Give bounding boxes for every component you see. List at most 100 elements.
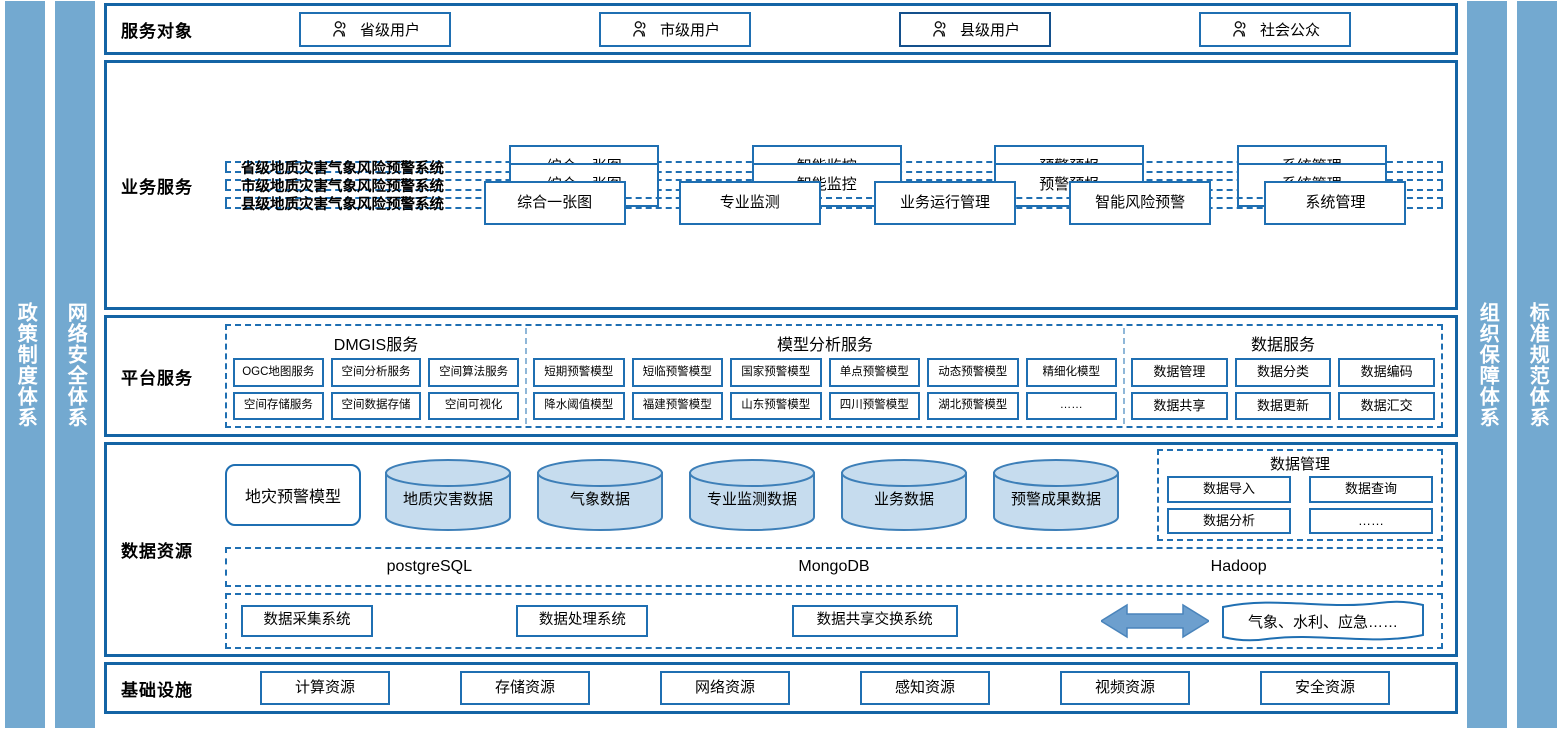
platform-group-model-analysis: 模型分析服务 短期预警模型 短临预警模型 国家预警模型 单点预警模型 动态预警模… <box>525 328 1123 424</box>
database-postgresql[interactable]: postgreSQL <box>386 558 473 575</box>
service-spatial-visualization[interactable]: 空间可视化 <box>428 391 520 420</box>
service-target-label: 社会公众 <box>1259 21 1320 39</box>
service-spatial-storage[interactable]: 空间存储服务 <box>233 391 324 420</box>
cylinder-label: 业务数据 <box>873 491 934 508</box>
disaster-warning-model-box[interactable]: 地灾预警模型 <box>225 464 361 526</box>
service-target-public[interactable]: 社会公众 <box>1199 11 1351 47</box>
service-target-county-user[interactable]: 县级用户 <box>899 11 1051 47</box>
service-spatial-analysis[interactable]: 空间分析服务 <box>330 358 422 387</box>
cylinder-label: 专业监测数据 <box>706 491 797 508</box>
data-collection-system[interactable]: 数据采集系统 <box>241 605 373 637</box>
infra-storage-resource[interactable]: 存储资源 <box>460 671 590 705</box>
service-target-label: 市级用户 <box>659 21 720 39</box>
model-sichuan[interactable]: 四川预警模型 <box>828 391 920 420</box>
layer-label-business-services: 业务服务 <box>121 177 193 197</box>
infrastructure-list: 计算资源 存储资源 网络资源 感知资源 视频资源 安全资源 <box>225 671 1455 705</box>
platform-group-data-services: 数据服务 数据管理 数据分类 数据编码 数据共享 数据更新 数据汇交 <box>1123 328 1441 424</box>
model-rainfall-threshold[interactable]: 降水阈值模型 <box>533 391 625 420</box>
data-management-analysis[interactable]: 数据分析 <box>1167 507 1291 534</box>
database-engines-strip: postgreSQL MongoDB Hadoop <box>225 547 1443 587</box>
module-intelligent-risk-warning[interactable]: 智能风险预警 <box>1069 181 1212 225</box>
model-single-point[interactable]: 单点预警模型 <box>828 358 920 387</box>
layer-label-platform-services: 平台服务 <box>121 368 193 388</box>
side-bar-policy-label: 政策制度体系 <box>14 301 37 428</box>
cylinder-label: 地质灾害数据 <box>402 491 493 508</box>
layer-service-targets: 服务对象 省级用户 <box>104 3 1458 55</box>
side-bar-organization-guarantee-system: 组织保障体系 <box>1467 1 1507 728</box>
service-spatial-data-store[interactable]: 空间数据存储 <box>330 391 422 420</box>
infra-network-resource[interactable]: 网络资源 <box>660 671 790 705</box>
layer-label-infrastructure: 基础设施 <box>121 680 193 700</box>
data-resources-body: 地灾预警模型 地质灾害数据 <box>225 443 1455 656</box>
data-management-query[interactable]: 数据查询 <box>1309 476 1433 503</box>
service-ogc-map[interactable]: OGC地图服务 <box>233 358 324 387</box>
side-bar-organization-label: 组织保障体系 <box>1476 301 1499 428</box>
side-bar-policy-system: 政策制度体系 <box>5 1 45 728</box>
database-hadoop[interactable]: Hadoop <box>1210 558 1267 575</box>
module-professional-monitoring[interactable]: 专业监测 <box>678 181 821 225</box>
cylinder-geological-disaster-data[interactable]: 地质灾害数据 <box>383 459 513 531</box>
user-icon <box>630 19 650 39</box>
external-departments-shape[interactable]: 气象、水利、应急…… <box>1219 599 1427 643</box>
service-target-label: 省级用户 <box>359 21 420 39</box>
data-management-title: 数据管理 <box>1269 456 1330 473</box>
cylinder-label: 气象数据 <box>569 491 630 508</box>
layer-label-data-resources: 数据资源 <box>121 542 193 561</box>
infra-computing-resource[interactable]: 计算资源 <box>260 671 390 705</box>
user-icon <box>930 19 950 39</box>
data-service-sharing[interactable]: 数据共享 <box>1131 391 1228 420</box>
model-hubei[interactable]: 湖北预警模型 <box>927 391 1019 420</box>
cylinder-warning-result-data[interactable]: 预警成果数据 <box>991 459 1121 531</box>
layer-platform-services: 平台服务 DMGIS服务 OGC地图服务 空间分析服务 空间算法服务 空间存 <box>104 315 1458 437</box>
infra-sensing-resource[interactable]: 感知资源 <box>860 671 990 705</box>
data-service-management[interactable]: 数据管理 <box>1131 358 1228 387</box>
side-bar-standard-label: 标准规范体系 <box>1526 301 1549 428</box>
left-side-bars: 政策制度体系 网络安全体系 <box>0 0 100 729</box>
business-system-name: 市级地质灾害气象风险预警系统 <box>241 178 444 195</box>
model-short-term[interactable]: 短期预警模型 <box>533 358 625 387</box>
layer-label-service-targets: 服务对象 <box>121 21 193 41</box>
data-service-classification[interactable]: 数据分类 <box>1234 358 1332 387</box>
cylinder-professional-monitoring-data[interactable]: 专业监测数据 <box>687 459 817 531</box>
model-national[interactable]: 国家预警模型 <box>730 358 822 387</box>
data-service-submission[interactable]: 数据汇交 <box>1338 391 1436 420</box>
right-side-bars: 组织保障体系 标准规范体系 <box>1462 0 1562 729</box>
cylinder-label: 预警成果数据 <box>1010 491 1101 508</box>
model-shandong[interactable]: 山东预警模型 <box>730 391 822 420</box>
module-system-management[interactable]: 系统管理 <box>1264 181 1407 225</box>
service-target-list: 省级用户 市级用户 <box>225 11 1455 47</box>
data-processing-system[interactable]: 数据处理系统 <box>516 605 649 637</box>
data-management-more[interactable]: …… <box>1309 507 1433 534</box>
database-cylinders: 地质灾害数据 气象数据 <box>375 459 1143 531</box>
data-management-import[interactable]: 数据导入 <box>1167 476 1291 503</box>
service-target-municipal-user[interactable]: 市级用户 <box>599 11 751 47</box>
infra-security-resource[interactable]: 安全资源 <box>1260 671 1390 705</box>
service-spatial-algorithm[interactable]: 空间算法服务 <box>428 358 520 387</box>
infra-video-resource[interactable]: 视频资源 <box>1060 671 1190 705</box>
layer-data-resources: 数据资源 地灾预警模型 地质灾害数据 <box>104 442 1458 657</box>
data-stores-row: 地灾预警模型 地质灾害数据 <box>225 449 1443 541</box>
model-nowcast[interactable]: 短临预警模型 <box>631 358 723 387</box>
cylinder-business-data[interactable]: 业务数据 <box>839 459 969 531</box>
service-target-provincial-user[interactable]: 省级用户 <box>299 11 451 47</box>
data-sharing-exchange-system[interactable]: 数据共享交换系统 <box>791 605 958 637</box>
database-mongodb[interactable]: MongoDB <box>798 558 870 575</box>
platform-group-dmgis: DMGIS服务 OGC地图服务 空间分析服务 空间算法服务 空间存储服务 空间数… <box>227 328 525 424</box>
model-dynamic[interactable]: 动态预警模型 <box>927 358 1019 387</box>
double-arrow-icon <box>1100 601 1209 641</box>
model-more[interactable]: …… <box>1025 391 1117 420</box>
business-system-name: 县级地质灾害气象风险预警系统 <box>241 196 444 213</box>
model-refined[interactable]: 精细化模型 <box>1025 358 1117 387</box>
cylinder-meteorological-data[interactable]: 气象数据 <box>535 459 665 531</box>
data-service-encoding[interactable]: 数据编码 <box>1338 358 1436 387</box>
side-bar-network-security-system: 网络安全体系 <box>55 1 95 728</box>
platform-services-container: DMGIS服务 OGC地图服务 空间分析服务 空间算法服务 空间存储服务 空间数… <box>225 324 1443 428</box>
data-service-update[interactable]: 数据更新 <box>1234 391 1332 420</box>
module-operation-management[interactable]: 业务运行管理 <box>873 181 1016 225</box>
module-comprehensive-map[interactable]: 综合一张图 <box>483 181 626 225</box>
layer-business-services: 业务服务 省级地质灾害气象风险预警系统 综合一张图 智能监控 预警预报 系统管理… <box>104 60 1458 310</box>
business-service-rows: 省级地质灾害气象风险预警系统 综合一张图 智能监控 预警预报 系统管理 市级地质… <box>225 145 1455 225</box>
platform-group-title: 数据服务 <box>1250 337 1315 354</box>
model-fujian[interactable]: 福建预警模型 <box>631 391 723 420</box>
platform-group-title: DMGIS服务 <box>333 337 419 354</box>
